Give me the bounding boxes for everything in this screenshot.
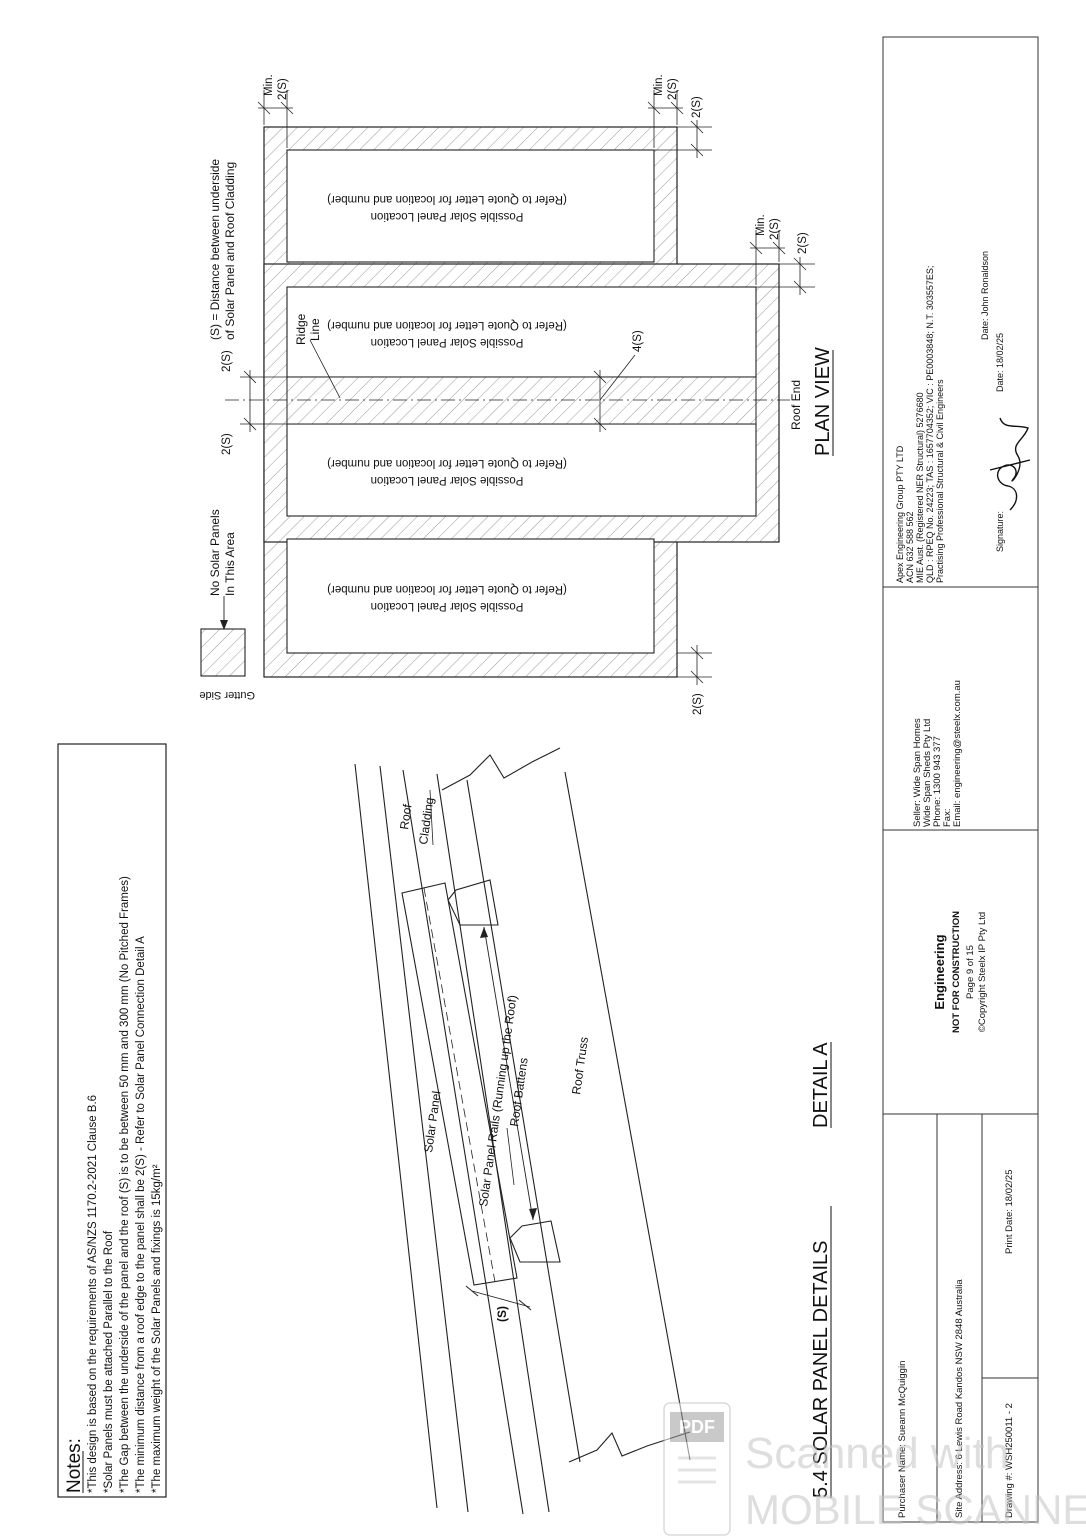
engineer-line-5: Practising Professional Structural & Civ…: [935, 379, 945, 583]
panel-area-4: [286, 538, 655, 654]
break-mark-bottom: [568, 1431, 691, 1463]
notes-heading: Notes:: [64, 1438, 85, 1493]
label-cladding: Cladding: [416, 797, 436, 846]
engineer-name-date: Date: John Ronaldson: [980, 251, 990, 340]
print-date: Print Date: 18/02/25: [1004, 1170, 1015, 1255]
label-battens: Roof Battens: [507, 1057, 531, 1128]
signature-label: Signature:: [995, 511, 1005, 552]
panel-centre-line: [423, 887, 496, 1283]
watermark-line-2: MOBILE SCANNER: [745, 1486, 1086, 1533]
note-3: *The Gap between the underside of the pa…: [119, 876, 131, 1493]
no-panel-legend-swatch: [200, 628, 246, 677]
scanner-watermark: PDF Scanned with MOBILE SCANNER: [663, 1402, 1086, 1536]
engineering-title: Engineering: [932, 934, 947, 1009]
dim-min-top-left: Min.: [263, 74, 275, 96]
truss-line-bottom: [564, 771, 691, 1461]
dim-min-top-right: Min.: [653, 74, 665, 96]
break-mark-top: [441, 747, 561, 791]
cladding-line-4: [436, 773, 550, 1513]
watermark-line-1: Scanned with: [745, 1429, 1009, 1478]
copyright: ©Copyright Steelx IP Pty Ltd: [977, 912, 988, 1032]
label-s: (S): [495, 1306, 509, 1322]
dim-2s-bottom: 2(S): [692, 693, 704, 715]
legend-line-2: In This Area: [223, 532, 237, 596]
seller-line-5: Email: engineering@steelx.com.au: [952, 680, 963, 827]
section-title: 5.4 SOLAR PANEL DETAILS: [810, 1240, 832, 1498]
notes-box: Notes: *This design is based on the requ…: [57, 743, 167, 1498]
legend-line-1: No Solar Panels: [208, 509, 222, 596]
seller-line-4: Fax:: [942, 809, 953, 827]
note-1: *This design is based on the requirement…: [87, 1095, 99, 1493]
note-5: *The maximum weight of the Solar Panels …: [151, 1164, 163, 1493]
panel-1-text-2: (Refer to Quote Letter for location and …: [327, 193, 567, 205]
dim-2s-top-right: 2(S): [667, 78, 679, 100]
panel-3-text-1: Possible Solar Panel Location: [371, 474, 524, 486]
detail-a-drawing: [354, 747, 691, 1515]
s-dimension-line: [471, 1290, 531, 1308]
rail-dimension-line: [483, 926, 534, 1221]
engineer-signature: [989, 417, 1031, 511]
site-address: Site Address: 6 Lewis Road Kandos NSW 28…: [954, 1279, 965, 1518]
note-4: *The minimum distance from a roof edge t…: [135, 936, 147, 1493]
roof-end-label: Roof End: [789, 380, 803, 430]
cladding-line-1: [354, 763, 438, 1509]
s-definition-2: of Solar Panel and Roof Cladding: [223, 162, 237, 340]
ridge-band: [286, 376, 757, 425]
note-2: *Solar Panels must be attached Parallel …: [103, 1230, 115, 1493]
engineer-line-1: Apex Engineering Group PTY LTD: [895, 445, 905, 583]
cladding-line-2: [379, 765, 469, 1513]
ridge-label-2: Line: [308, 318, 322, 341]
dim-2s-ridge-top: 2(S): [221, 350, 233, 372]
detail-a-labels: Solar Panel Solar Panel Rails (Running u…: [397, 789, 591, 1322]
rail-bracket-bottom: [509, 1220, 561, 1263]
s-definition-1: (S) = Distance between underside: [208, 159, 222, 340]
dim-2s-ridge-bottom: 2(S): [221, 433, 233, 455]
panel-2-text-1: Possible Solar Panel Location: [371, 336, 524, 348]
watermark-badge: PDF: [679, 1417, 715, 1437]
panel-4-text-2: (Refer to Quote Letter for location and …: [327, 583, 567, 595]
purchaser-name: Purchaser Name: Sueann McQuiggin: [897, 1361, 908, 1518]
plan-view: Possible Solar Panel Location (Refer to …: [199, 74, 834, 715]
engineer-line-2: ACN 632 588 562: [905, 511, 915, 583]
title-block: [882, 36, 1039, 1523]
label-truss: Roof Truss: [569, 1036, 591, 1095]
cladding-line-3: [402, 769, 524, 1515]
panel-1-text-1: Possible Solar Panel Location: [371, 210, 524, 222]
dim-min-centre: Min.: [755, 214, 767, 236]
ridge-label-1: Ridge: [294, 313, 308, 345]
plan-view-title: PLAN VIEW: [812, 347, 834, 456]
gutter-side-label: Gutter Side: [199, 689, 255, 701]
engineer-line-3: MIE Aust. (Registered NER Structural) 52…: [915, 392, 925, 583]
label-roof: Roof: [397, 803, 414, 831]
seller-line-2: Wide Span Sheds Pty Ltd: [922, 719, 933, 827]
panel-2-text-2: (Refer to Quote Letter for location and …: [327, 319, 567, 331]
panel-3-text-2: (Refer to Quote Letter for location and …: [327, 457, 567, 469]
dim-2s-centre-edge: 2(S): [797, 232, 809, 254]
drawing-number: Drawing #: WSH250011 - 2: [1004, 1403, 1015, 1518]
panel-area-2: [286, 286, 757, 378]
panel-4-text-1: Possible Solar Panel Location: [371, 600, 524, 612]
detail-a-title: DETAIL A: [810, 1042, 832, 1128]
rail-bracket-top: [447, 879, 499, 926]
seller-line-3: Phone: 1300 943 377: [932, 736, 943, 827]
dim-2s-right-edge: 2(S): [691, 96, 703, 118]
truss-line-top: [466, 779, 581, 1463]
sign-date: Date: 18/02/25: [995, 333, 1005, 392]
not-for-construction: NOT FOR CONSTRUCTION: [951, 911, 962, 1033]
seller-line-1: Seller: Wide Span Homes: [912, 718, 923, 827]
page-number: Page 9 of 15: [965, 945, 976, 999]
engineer-line-4: QLD : RPEQ No. 24223; TAS : 1657704352; …: [925, 266, 935, 583]
panel-area-1: [286, 149, 655, 263]
dim-2s-centre: 2(S): [769, 218, 781, 240]
title-block-text: Purchaser Name: Sueann McQuiggin Site Ad…: [895, 251, 1031, 1518]
panel-area-3: [286, 423, 757, 517]
dim-2s-top-left: 2(S): [277, 78, 289, 100]
label-solar-panel: Solar Panel: [421, 1090, 443, 1153]
dim-4s: 4(S): [632, 330, 644, 352]
solar-panel-shape: [401, 882, 518, 1286]
